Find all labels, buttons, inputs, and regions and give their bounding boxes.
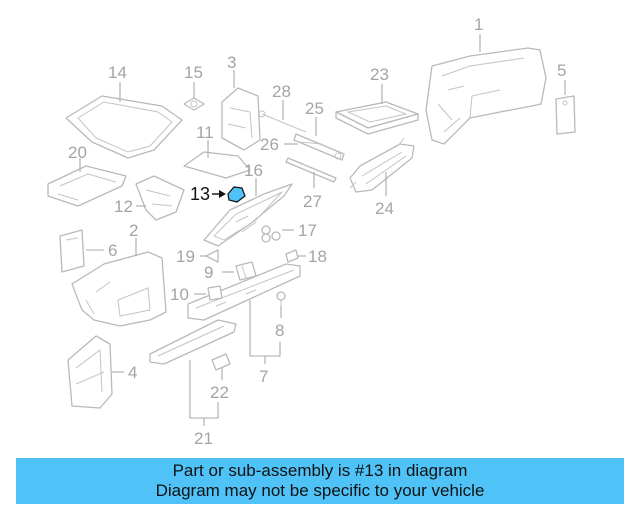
- callout-9: 9: [204, 263, 213, 282]
- part-info-banner: Part or sub-assembly is #13 in diagram D…: [16, 458, 624, 504]
- part-10-clip: [207, 285, 223, 301]
- callout-28: 28: [272, 82, 291, 101]
- caption-line-1: Part or sub-assembly is #13 in diagram: [172, 461, 468, 480]
- callout-25: 25: [305, 99, 324, 118]
- callout-8: 8: [275, 321, 284, 340]
- callout-10: 10: [170, 285, 189, 304]
- callout-27: 27: [303, 192, 322, 211]
- callout-4: 4: [128, 363, 137, 382]
- part-sill-plate: [187, 263, 301, 321]
- callout-21: 21: [194, 429, 213, 448]
- callout-17: 17: [298, 221, 317, 240]
- callout-19: 19: [176, 247, 195, 266]
- callout-6: 6: [108, 241, 117, 260]
- part-6-small-panel: [59, 229, 85, 273]
- callout-26: 26: [260, 135, 279, 154]
- part-23-tray: [335, 101, 419, 135]
- part-26-bolt: [299, 141, 323, 145]
- part-22-hook: [211, 353, 231, 371]
- part-12-cover: [135, 175, 185, 221]
- part-11-bracket: [183, 151, 251, 179]
- callout-12: 12: [114, 197, 133, 216]
- part-1-quarter-trim-right: [425, 47, 547, 145]
- parts-diagram: 1 5 23 24 28 25 26 27: [47, 15, 576, 448]
- part-19-clip: [205, 249, 219, 263]
- callout-22: 22: [210, 383, 229, 402]
- part-14-floor-mat: [65, 95, 183, 159]
- callout-18: 18: [308, 247, 327, 266]
- part-4-storage-box: [67, 335, 113, 409]
- callout-11: 11: [196, 123, 214, 142]
- part-24-jack: [349, 137, 415, 193]
- callout-1: 1: [474, 15, 483, 34]
- callout-16: 16: [244, 161, 263, 180]
- part-8-pin: [276, 291, 286, 306]
- callout-20: 20: [68, 143, 87, 162]
- callout-3: 3: [227, 53, 236, 72]
- callout-24: 24: [375, 199, 394, 218]
- callout-14: 14: [108, 63, 127, 82]
- callout-15: 15: [184, 63, 203, 82]
- part-15-clip: [183, 97, 205, 111]
- part-25-wrench: [293, 133, 345, 161]
- part-16-trim-panel: [203, 183, 293, 247]
- part-17-fasteners: [261, 225, 281, 243]
- caption-line-2: Diagram may not be specific to your vehi…: [155, 481, 485, 500]
- part-2-quarter-trim-left: [71, 251, 167, 327]
- callout-13: 13: [190, 184, 210, 204]
- callout-7: 7: [259, 367, 268, 386]
- callout-23: 23: [370, 65, 389, 84]
- part-3-bracket: [221, 87, 261, 151]
- part-cargo-cover: [149, 319, 237, 365]
- callout-2: 2: [129, 221, 138, 240]
- part-18-clip: [285, 249, 299, 263]
- part-27-rod: [285, 157, 337, 183]
- callout-5: 5: [557, 61, 566, 80]
- part-5-plate: [555, 95, 576, 135]
- part-13-clip-highlighted: [227, 186, 246, 203]
- part-20-mat: [47, 165, 127, 207]
